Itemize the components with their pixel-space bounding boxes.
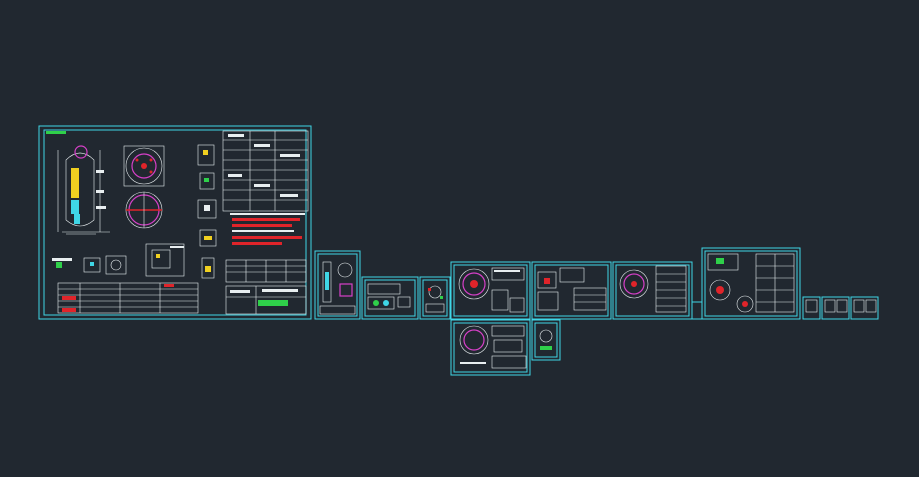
sheet-12[interactable]: [802, 296, 821, 320]
main-assembly-sheet[interactable]: [38, 125, 312, 320]
sheet-7[interactable]: [531, 261, 612, 320]
sheet-6[interactable]: [450, 319, 531, 376]
sheet-2[interactable]: [314, 250, 361, 320]
sheet-5[interactable]: [450, 261, 531, 320]
technical-notes: [230, 213, 305, 245]
sheet-10[interactable]: [691, 301, 703, 320]
nozzle-details: [52, 243, 185, 277]
sheet-9[interactable]: [612, 261, 693, 320]
sheet-4[interactable]: [419, 276, 451, 320]
sheet-tag-label: [46, 131, 66, 134]
parts-table-left: [57, 282, 199, 314]
sheet-8[interactable]: [531, 319, 561, 361]
vessel-elevation-view: [57, 145, 110, 235]
vessel-plan-view: [123, 145, 165, 187]
sheet-border: [38, 125, 312, 320]
title-block: [225, 285, 307, 315]
vessel-section-view: [125, 191, 163, 229]
sheet-11[interactable]: [701, 247, 801, 320]
sheet-inner-border: [43, 129, 307, 316]
sheet-13[interactable]: [821, 296, 850, 320]
sheet-3[interactable]: [361, 276, 419, 320]
detail-views: [197, 144, 217, 279]
sheet-14[interactable]: [850, 296, 879, 320]
technical-spec-table: [222, 130, 309, 212]
nozzle-table: [225, 259, 307, 283]
